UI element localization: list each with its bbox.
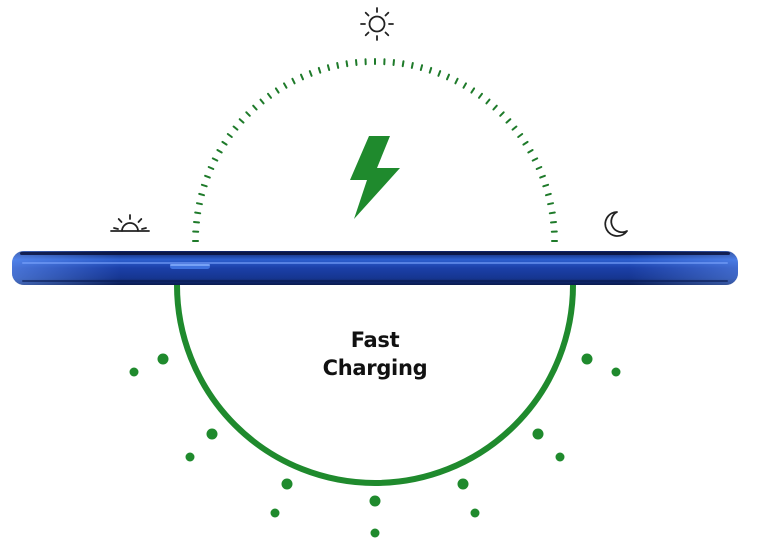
charging-dot [369,495,381,507]
arc-tick [446,73,450,81]
arc-tick [336,62,340,69]
arc-tick [196,202,203,206]
charging-dot [581,353,593,365]
charging-dot [270,508,280,518]
charging-dots [129,353,621,538]
charging-dot [281,478,293,490]
arc-tick [511,125,518,131]
charging-dot [129,367,139,377]
arc-tick [505,118,512,124]
charging-dot [157,353,169,365]
sunrise-icon [110,214,150,232]
moon-icon [604,211,628,237]
arc-tick [548,211,556,215]
charging-dot [457,478,469,490]
arc-tick [492,104,498,111]
arc-tick [545,192,552,197]
arc-tick [194,211,202,215]
arc-tick [259,98,265,105]
arc-tick [326,64,331,71]
arc-tick [211,157,219,162]
sun-icon [360,7,394,41]
arc-tick [478,92,483,99]
charging-dot [370,528,380,538]
arc-tick [204,174,211,179]
charging-dot [555,452,565,462]
arc-tick [252,104,258,111]
arc-tick [419,64,424,71]
caption-line-1: Fast [350,328,400,352]
arc-tick [238,118,245,124]
arc-tick [547,202,554,206]
charging-dot [470,508,480,518]
phone-side-button [170,264,210,269]
arc-tick [462,82,467,89]
arc-tick [401,60,405,68]
arc-tick [221,140,228,146]
arc-tick [207,166,215,170]
arc-tick [454,77,459,85]
fast-charging-label: Fast Charging [260,326,490,382]
arc-tick [531,157,539,162]
arc-tick [245,111,251,117]
arc-tick [539,174,546,179]
arc-tick [193,221,200,224]
arc-tick [499,111,505,117]
dashed-arc [192,58,558,242]
arc-tick [226,133,233,138]
charging-dot [185,452,195,462]
arc-tick [274,87,280,94]
arc-tick [198,192,205,197]
arc-tick [527,149,534,154]
arc-tick [345,60,349,68]
arc-tick [216,149,223,154]
arc-tick [437,70,442,77]
arc-tick [300,73,304,81]
solid-arc [174,282,576,486]
arc-tick [535,166,543,170]
arc-tick [550,221,557,224]
arc-tick [267,92,272,99]
arc-tick [428,66,433,74]
charging-dot [206,428,218,440]
arc-tick [470,87,476,94]
phone-side-view [12,251,738,285]
lightning-bolt-icon [350,136,400,219]
arc-tick [283,82,288,89]
arc-tick [291,77,296,85]
arc-tick [517,133,524,138]
charging-dot [611,367,621,377]
arc-tick [308,70,313,77]
arc-tick [410,62,414,69]
arc-tick [232,125,239,131]
arc-tick [355,59,358,66]
caption-line-2: Charging [322,356,428,380]
arc-tick [392,59,395,66]
arc-tick [522,140,529,146]
arc-tick [542,183,550,188]
charging-dot [532,428,544,440]
arc-tick [485,98,491,105]
arc-tick [200,183,208,188]
arc-tick [317,66,322,74]
